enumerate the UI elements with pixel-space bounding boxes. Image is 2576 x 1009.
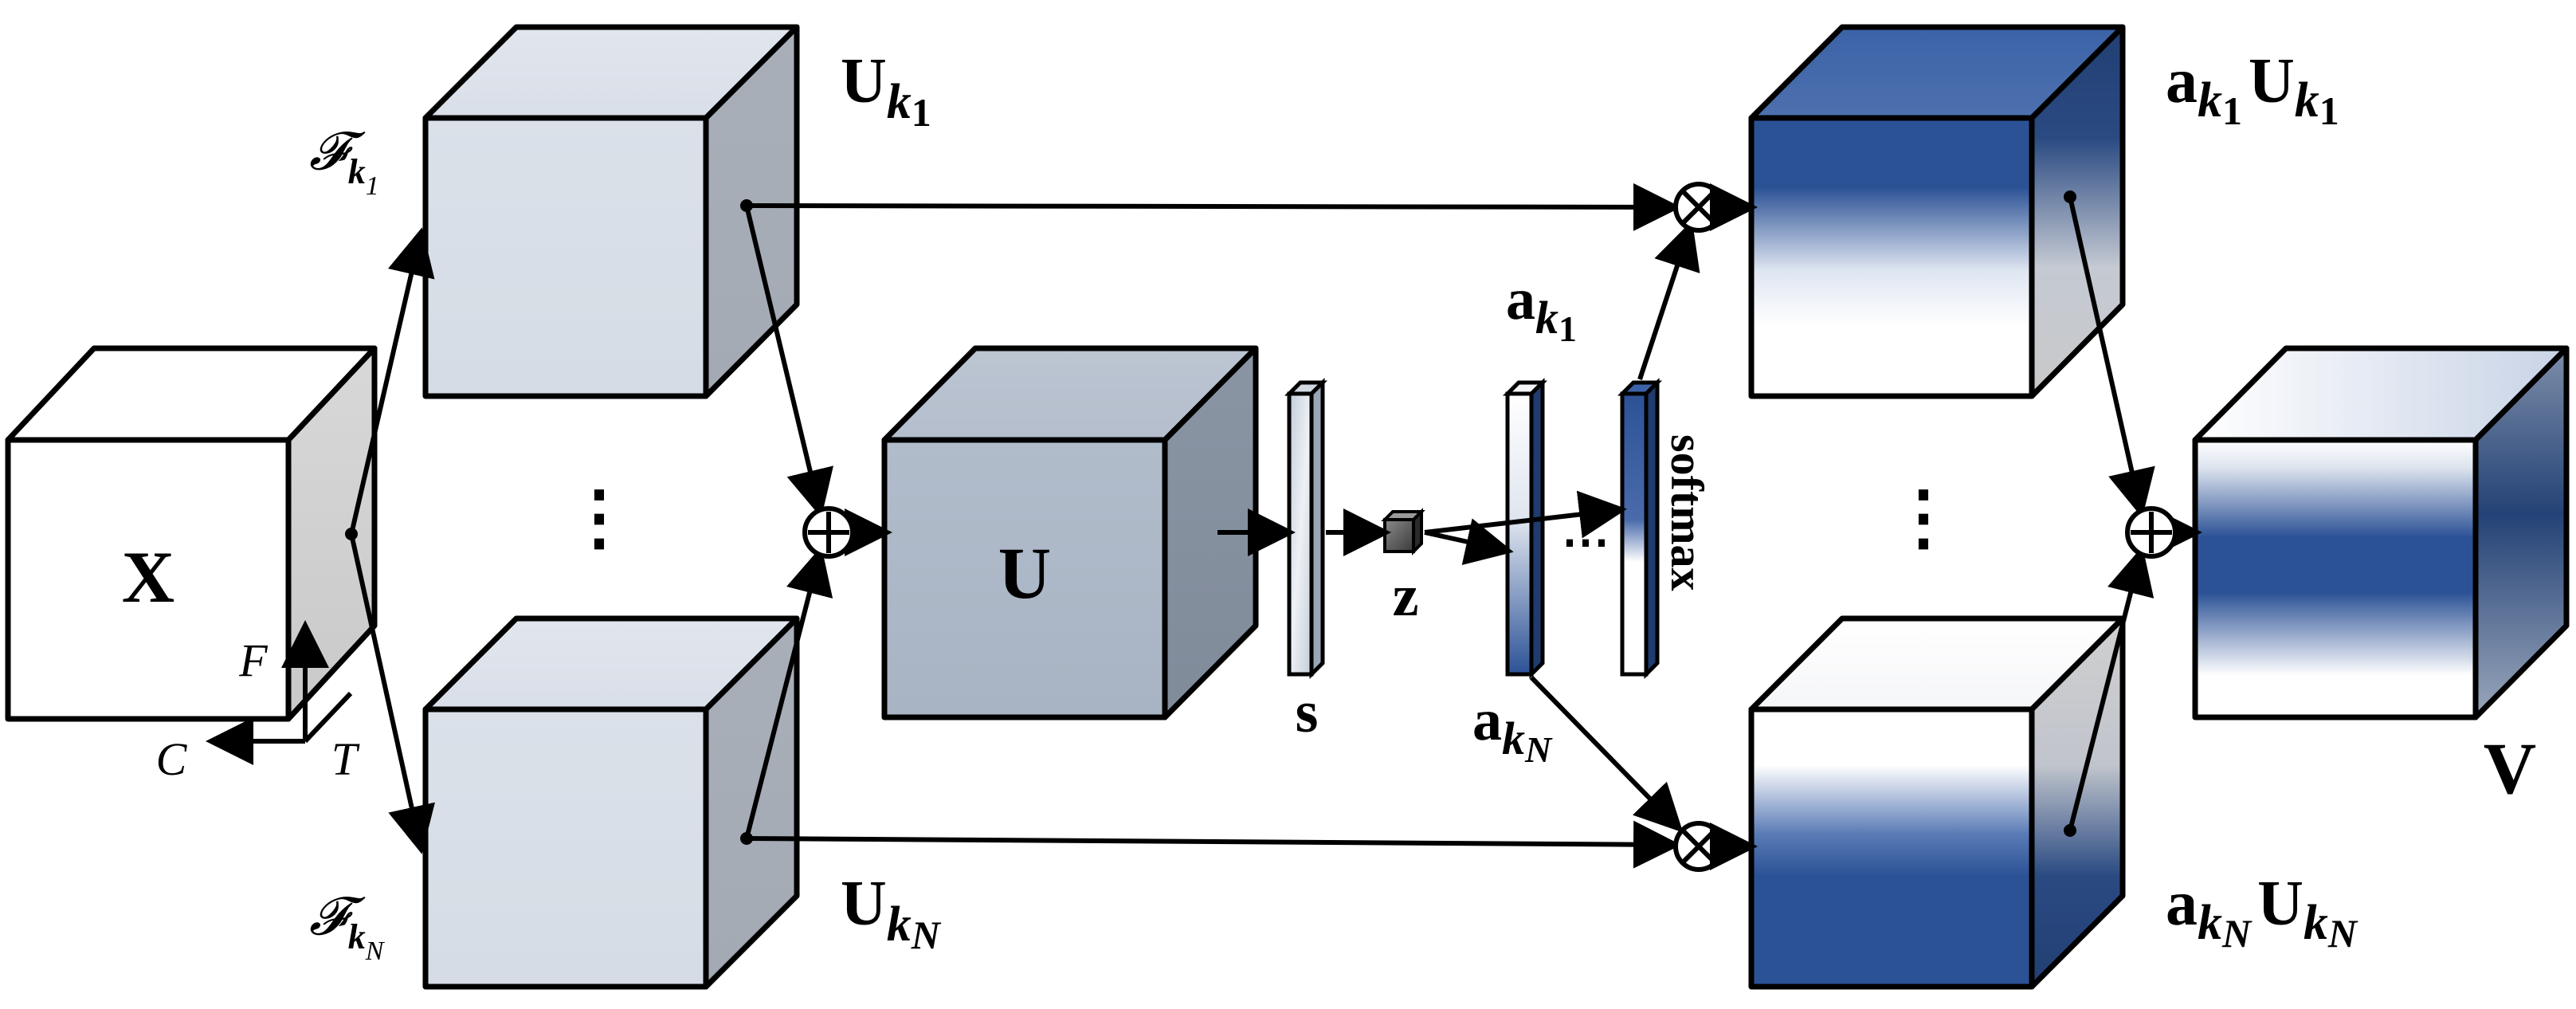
axis-t-label: T [331,733,360,785]
input-cube-x: X F C T [5,345,378,785]
squeeze-vector-s [1284,377,1328,680]
fused-label: U [998,532,1051,614]
compact-vector-z [1381,508,1425,556]
attention-bottom-label: akN [1472,688,1553,770]
connections [345,183,2202,869]
axis-f-label: F [238,634,268,686]
sum-operator-right [2125,506,2178,559]
ellipsis-branches: ⋮ [563,479,635,558]
fused-cube-u: U [881,345,1259,720]
softmax-vector [1617,377,1663,680]
ellipsis-weighted: ⋮ [1888,479,1959,558]
weighted-cube-top [1748,24,2126,399]
sum-operator-left [802,506,855,559]
branch-output-cube-top [422,24,800,399]
output-cube-v [2192,345,2570,720]
attention-vector-a [1502,377,1548,680]
softmax-label: softmax [1661,434,1713,591]
attention-top-label: ak1 [1506,267,1577,349]
axes-icon [206,620,353,765]
branch-output-cube-bottom [422,615,800,990]
axis-c-label: C [156,733,188,785]
branch-output-bottom-label: UkN [841,869,942,957]
transform-bottom-label: 𝓕kN [309,888,386,966]
ellipsis-attention: ⋯ [1562,516,1610,568]
branch-output-top-label: Uk1 [841,46,931,135]
squeeze-label: s [1296,680,1319,745]
product-operator-top [1673,182,1724,233]
product-operator-bottom [1673,821,1724,872]
output-label: V [2484,728,2536,809]
input-label: X [122,536,174,618]
compact-label: z [1393,563,1419,629]
weighted-cube-bottom [1748,615,2126,990]
transform-top-label: 𝓕k1 [309,123,379,201]
